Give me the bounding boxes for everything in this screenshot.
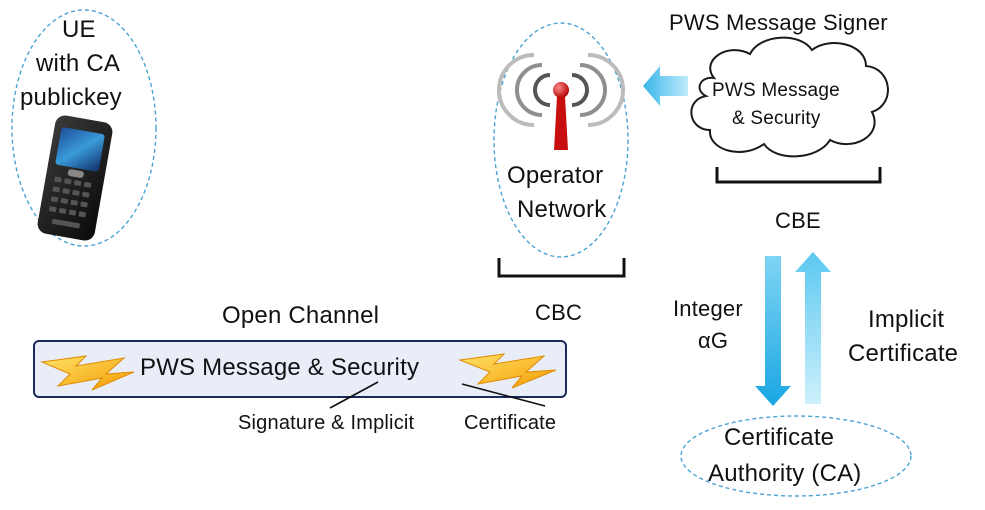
- security-cloud: [690, 36, 889, 158]
- signature-connector-line: [329, 381, 379, 409]
- integer-label-line-2: αG: [698, 328, 729, 353]
- ue-label-line-2: with CA: [36, 50, 121, 77]
- antenna-icon: [497, 53, 625, 150]
- ue-label-line-3: publickey: [20, 84, 122, 111]
- channel-message-text: PWS Message & Security: [140, 354, 420, 381]
- ca-outline: [680, 415, 912, 497]
- signer-title: PWS Message Signer: [669, 10, 888, 35]
- signature-annotation: Signature & Implicit: [238, 412, 415, 434]
- signer-to-operator-arrow: [643, 66, 688, 106]
- lightning-icon-right: [458, 353, 557, 389]
- cloud-text-line-2: & Security: [732, 108, 821, 129]
- operator-network-outline: [493, 22, 629, 258]
- phone-icon: [37, 115, 113, 241]
- ca-label-line-2: Authority (CA): [708, 460, 862, 487]
- ue-label-line-1: UE: [62, 16, 96, 43]
- lightning-icon-left: [40, 355, 135, 391]
- operator-label-line-2: Network: [517, 196, 607, 223]
- certificate-connector-line: [461, 383, 546, 407]
- open-channel-title: Open Channel: [222, 302, 380, 329]
- cloud-text-line-1: PWS Message: [712, 80, 840, 101]
- cbc-bracket: [497, 258, 626, 278]
- certificate-up-arrow: [795, 252, 831, 404]
- cbe-label: CBE: [775, 208, 821, 233]
- cbe-bracket: [715, 167, 882, 184]
- operator-label-line-1: Operator: [507, 162, 604, 189]
- certificate-annotation: Certificate: [464, 412, 557, 434]
- ue-outline: [11, 9, 157, 247]
- open-channel-box: [33, 340, 567, 398]
- cbc-label: CBC: [535, 300, 583, 325]
- implicit-label-line-2: Certificate: [848, 340, 959, 367]
- integer-down-arrow: [755, 256, 791, 406]
- implicit-label-line-1: Implicit: [868, 306, 945, 333]
- ca-label-line-1: Certificate: [724, 424, 835, 451]
- integer-label-line-1: Integer: [673, 296, 743, 321]
